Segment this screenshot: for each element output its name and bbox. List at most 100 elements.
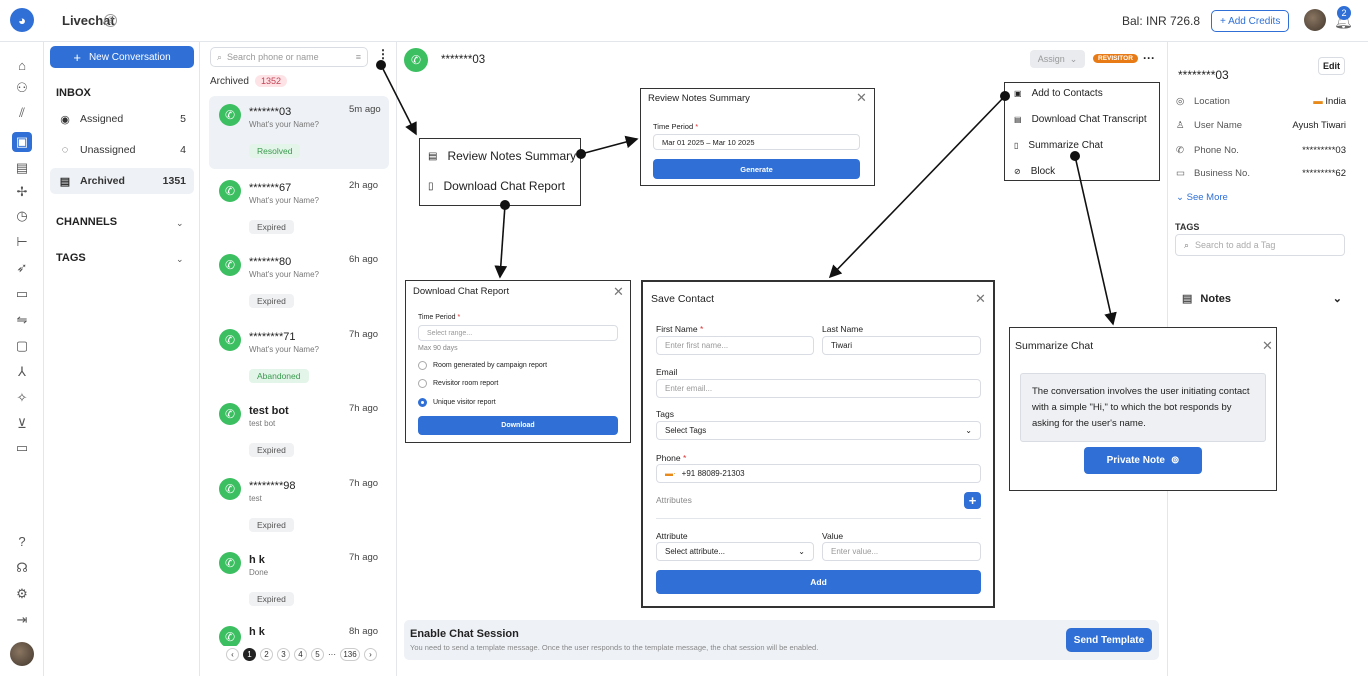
private-note-button[interactable]: Private Note⊚ xyxy=(1084,447,1202,474)
list-menu-icon[interactable]: ⋮ xyxy=(377,47,389,61)
help-icon[interactable]: ? xyxy=(104,14,117,27)
page-button[interactable]: 5 xyxy=(311,647,324,661)
new-conversation-button[interactable]: +New Conversation xyxy=(50,46,194,68)
tag-search-input[interactable]: ⌕Search to add a Tag xyxy=(1175,234,1345,256)
attribute-select[interactable]: Select attribute...⌄ xyxy=(656,542,814,561)
search-input[interactable]: ⌕Search phone or name≡ xyxy=(210,47,368,67)
download-button[interactable]: Download xyxy=(418,416,618,435)
channels-heading[interactable]: CHANNELS xyxy=(56,216,118,228)
edit-button[interactable]: Edit xyxy=(1318,57,1345,75)
notes-section[interactable]: ▤Notes⌄ xyxy=(1182,292,1342,306)
prev-page-button[interactable]: ‹ xyxy=(226,647,239,661)
wallet-icon[interactable]: ▢ xyxy=(15,338,29,353)
close-icon[interactable]: ✕ xyxy=(1262,338,1273,353)
chat-icon[interactable]: ▣ xyxy=(12,132,32,152)
logout-icon[interactable]: ⇥ xyxy=(16,612,28,627)
max-days-hint: Max 90 days xyxy=(418,345,458,352)
block-icon: ⊘ xyxy=(1014,167,1021,176)
inbox-heading: INBOX xyxy=(56,87,91,99)
flow-icon[interactable]: ⊢ xyxy=(16,234,28,249)
row-label: User Name xyxy=(1194,120,1243,131)
cart-icon[interactable]: ⊻ xyxy=(17,416,27,431)
home-icon[interactable]: ⌂ xyxy=(18,58,26,73)
avatar[interactable] xyxy=(1304,9,1326,31)
tags-heading[interactable]: TAGS xyxy=(56,252,86,264)
attribute-label: Attribute xyxy=(656,531,688,541)
time-range-input[interactable]: Select range... xyxy=(418,325,618,341)
people-icon[interactable]: ☊ xyxy=(16,560,28,575)
tags-select[interactable]: Select Tags⌄ xyxy=(656,421,981,440)
integration-icon[interactable]: ⇋ xyxy=(16,312,28,327)
chevron-down-icon[interactable]: ⌄ xyxy=(176,254,184,264)
message-time: 2h ago xyxy=(349,180,379,191)
help-circle-icon[interactable]: ? xyxy=(18,534,26,549)
phone-field[interactable]: ▬·+91 88089-21303 xyxy=(656,464,981,483)
block-item[interactable]: ⊘Block xyxy=(1014,166,1055,177)
see-more-link[interactable]: ⌄ See More xyxy=(1176,192,1228,203)
last-name-field[interactable]: Tiwari xyxy=(822,336,981,355)
magic-icon[interactable]: ✧ xyxy=(16,390,28,405)
page-button[interactable]: 1 xyxy=(243,647,256,661)
unique-visitor-report-radio[interactable]: Unique visitor report xyxy=(418,398,496,407)
add-contact-button[interactable]: Add xyxy=(656,570,981,594)
settings-icon[interactable]: ⚙ xyxy=(16,586,28,601)
summarize-chat-item[interactable]: ▯Summarize Chat xyxy=(1014,140,1103,151)
campaign-report-radio[interactable]: Room generated by campaign report xyxy=(418,361,547,370)
chart-icon[interactable]: ⫽ xyxy=(19,105,25,120)
tree-icon[interactable]: ⅄ xyxy=(18,364,26,379)
send-template-button[interactable]: Send Template xyxy=(1066,628,1152,652)
whatsapp-icon: ✆ xyxy=(219,403,241,425)
status-badge: Expired xyxy=(249,294,294,308)
add-to-contacts-item[interactable]: ▣Add to Contacts xyxy=(1014,88,1103,99)
page-button[interactable]: 2 xyxy=(260,647,273,661)
add-attribute-button[interactable]: + xyxy=(964,492,981,509)
value-field[interactable]: Enter value... xyxy=(822,542,981,561)
close-icon[interactable]: ✕ xyxy=(975,291,986,306)
archived-count-badge: 1352 xyxy=(255,75,288,87)
download-chat-report-item[interactable]: ▯Download Chat Report xyxy=(428,179,565,193)
page-button[interactable]: 4 xyxy=(294,647,307,661)
email-field[interactable]: Enter email... xyxy=(656,379,981,398)
chat-menu-icon[interactable]: ··· xyxy=(1143,51,1155,65)
add-credits-button[interactable]: + Add Credits xyxy=(1211,10,1290,32)
close-icon[interactable]: ✕ xyxy=(613,284,624,299)
chevron-down-icon[interactable]: ⌄ xyxy=(176,218,184,228)
page-button[interactable]: 3 xyxy=(277,647,290,661)
radio-label: Unique visitor report xyxy=(433,399,496,406)
next-page-button[interactable]: › xyxy=(364,647,377,661)
filter-icon[interactable]: ≡ xyxy=(355,52,361,62)
page-button[interactable]: 136 xyxy=(340,647,360,661)
app-logo[interactable]: ◕ xyxy=(10,8,34,32)
generate-button[interactable]: Generate xyxy=(653,159,860,179)
share-icon[interactable]: ⚇ xyxy=(16,80,28,95)
time-period-input[interactable]: Mar 01 2025 – Mar 10 2025 xyxy=(653,134,860,150)
contacts-icon[interactable]: ▤ xyxy=(15,160,29,175)
revisitor-report-radio[interactable]: Revisitor room report xyxy=(418,379,498,388)
modal-title: Download Chat Report xyxy=(413,286,510,297)
tags-select-value: Select Tags xyxy=(665,426,707,435)
rocket-icon[interactable]: ➶ xyxy=(16,260,28,275)
folder-icon[interactable]: ▭ xyxy=(15,286,29,301)
close-icon[interactable]: ✕ xyxy=(856,90,867,105)
message-preview: Done xyxy=(249,568,269,577)
first-name-field[interactable]: Enter first name... xyxy=(656,336,814,355)
window-icon[interactable]: ▭ xyxy=(15,440,29,455)
broadcast-icon[interactable]: ✢ xyxy=(16,184,28,199)
review-notes-summary-item[interactable]: ▤Review Notes Summary xyxy=(428,149,576,163)
radio-icon xyxy=(418,379,427,388)
user-avatar[interactable] xyxy=(10,642,34,666)
assign-dropdown[interactable]: Assign⌄ xyxy=(1030,50,1085,68)
download-transcript-item[interactable]: ▤Download Chat Transcript xyxy=(1014,114,1147,125)
clock-icon[interactable]: ◷ xyxy=(16,208,28,223)
